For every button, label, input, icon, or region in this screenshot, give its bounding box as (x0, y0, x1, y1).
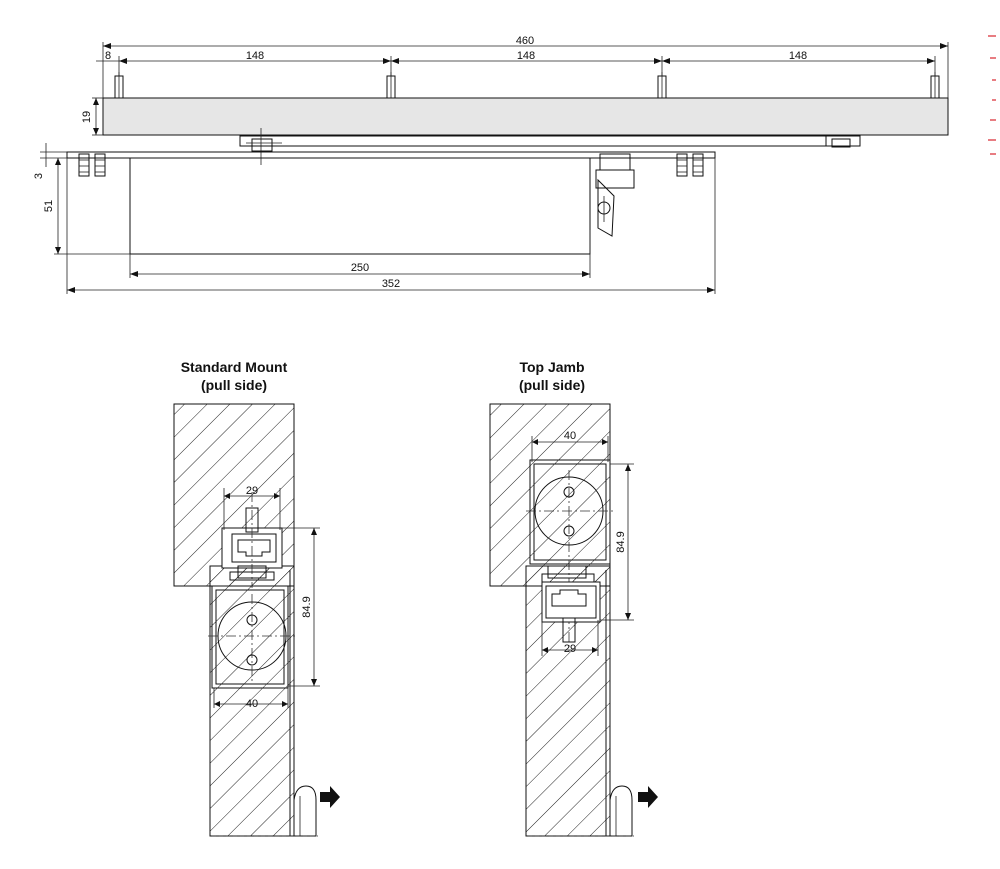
sm-dim-width: 40 (246, 698, 258, 710)
tj-dim-width: 40 (564, 430, 576, 442)
plate-screws (78, 153, 704, 177)
top-jamb-view: Top Jamb (pull side) 40 (489, 359, 658, 837)
tj-dim-width-small: 29 (564, 643, 576, 655)
tj-dim-height: 84.9 (615, 531, 627, 552)
slide-track (102, 97, 949, 136)
track-screws (114, 72, 940, 100)
standard-mount-view: Standard Mount (pull side) 29 (173, 359, 340, 837)
dim-overall-length: 460 (516, 35, 534, 47)
dim-plate-thickness: 3 (33, 173, 45, 179)
standard-mount-title: Standard Mount (181, 359, 288, 375)
dim-edge-offset: 8 (105, 50, 111, 62)
pull-direction-arrow-icon (638, 786, 658, 808)
closer-body (129, 157, 591, 255)
dim-body-length: 250 (351, 262, 369, 274)
sm-dim-height: 84.9 (301, 596, 313, 617)
pull-direction-arrow-icon (320, 786, 340, 808)
top-jamb-subtitle: (pull side) (519, 377, 585, 393)
sm-dim-width-small: 29 (246, 485, 258, 497)
red-tick-marks (988, 35, 996, 155)
dim-spacing-2: 148 (517, 50, 535, 62)
dim-body-height: 51 (43, 200, 55, 212)
mounting-plate (66, 151, 716, 159)
elevation-view: 460 8 148 148 148 (33, 35, 996, 294)
dim-spacing-3: 148 (789, 50, 807, 62)
top-jamb-title: Top Jamb (519, 359, 584, 375)
dim-plate-length: 352 (382, 278, 400, 290)
standard-mount-subtitle: (pull side) (201, 377, 267, 393)
dim-track-height: 19 (81, 111, 93, 123)
dim-spacing-1: 148 (246, 50, 264, 62)
